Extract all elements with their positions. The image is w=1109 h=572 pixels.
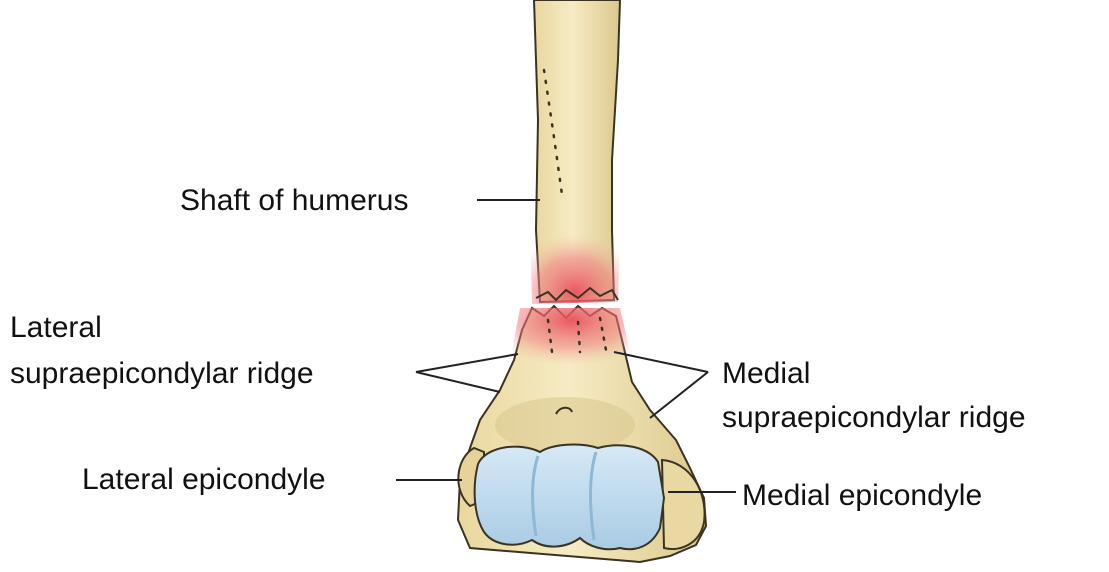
leader-lateral-ridge-b — [416, 372, 500, 392]
leader-lateral-ridge-a — [416, 354, 518, 372]
articular-cartilage — [475, 445, 664, 550]
label-medial-epicondyle: Medial epicondyle — [742, 478, 982, 514]
label-medial-supraepicondylar-ridge-line2: supraepicondylar ridge — [722, 400, 1026, 436]
label-lateral-epicondyle: Lateral epicondyle — [82, 462, 326, 498]
label-lateral-supraepicondylar-ridge-line1: Lateral — [10, 310, 102, 346]
label-shaft-of-humerus: Shaft of humerus — [180, 183, 408, 219]
label-medial-supraepicondylar-ridge-line1: Medial — [722, 356, 810, 392]
upper-shaft — [530, 0, 620, 304]
label-lateral-supraepicondylar-ridge-line2: supraepicondylar ridge — [10, 356, 314, 392]
medial-epicondyle-shape — [662, 460, 705, 549]
leader-medial-ridge-b — [650, 372, 708, 418]
